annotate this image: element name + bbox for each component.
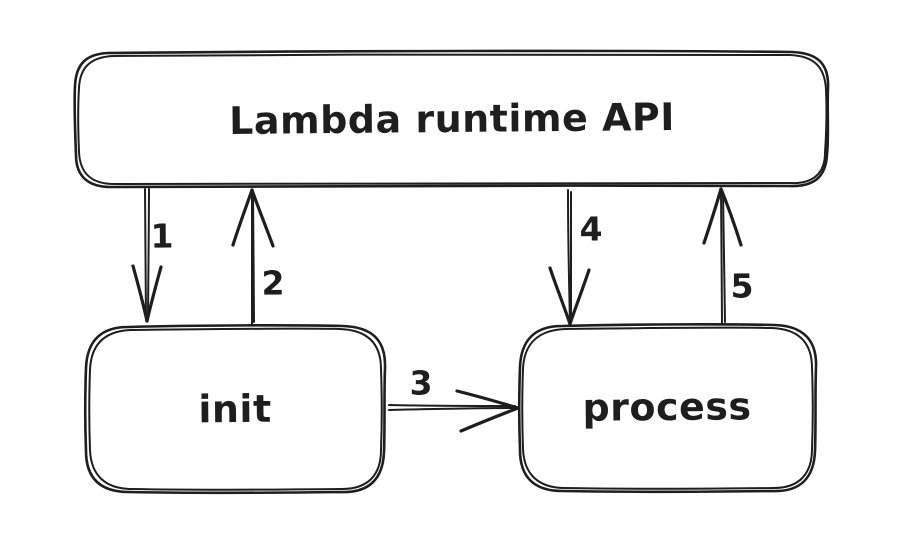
edge-5-arrow [702, 187, 743, 325]
edge-label-5: 5 [730, 266, 754, 306]
edge-3-arrow [388, 389, 520, 433]
edge-2-arrow [231, 188, 275, 325]
edge-label-4: 4 [579, 209, 603, 249]
edge-label-2: 2 [261, 263, 285, 303]
node-label-lambda-runtime-api: Lambda runtime API [228, 95, 676, 143]
lambda-runtime-api-box [73, 49, 830, 189]
edge-1-arrow [131, 188, 163, 323]
node-label-process: process [582, 384, 752, 430]
init-box [83, 324, 387, 495]
edge-label-3: 3 [409, 363, 433, 403]
edge-label-1: 1 [150, 216, 174, 256]
node-label-init: init [198, 386, 272, 432]
edge-4-arrow [548, 189, 591, 326]
